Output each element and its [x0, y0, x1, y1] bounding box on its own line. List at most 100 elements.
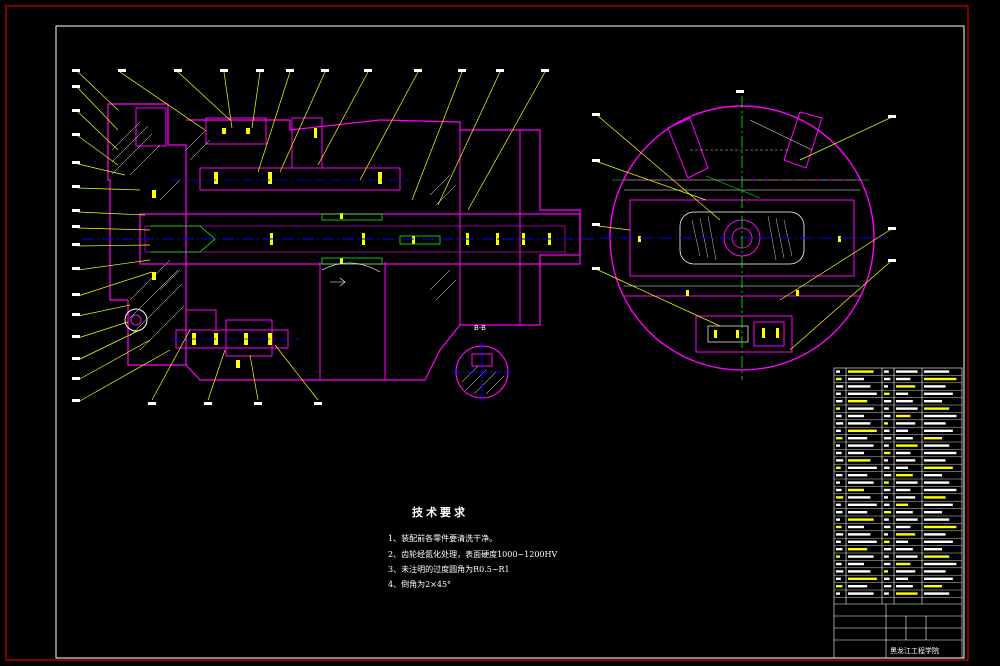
- outer-frame: [5, 5, 969, 661]
- parts-cell-text: [848, 481, 874, 484]
- parts-cell-text: [848, 503, 877, 506]
- part-number-marks: [72, 69, 549, 405]
- parts-cell-text: [924, 533, 946, 536]
- parts-cell-text: [836, 585, 843, 588]
- parts-cell-text: [924, 377, 957, 381]
- parts-cell-text: [884, 429, 890, 432]
- parts-cell-text: [836, 414, 842, 418]
- parts-cell-text: [884, 422, 888, 425]
- parts-cell-text: [896, 540, 908, 543]
- inner-frame: [55, 25, 965, 659]
- parts-cell-text: [884, 555, 889, 558]
- parts-cell-text: [924, 577, 953, 580]
- tech-requirement-4: 4、倒角为2×45°: [388, 580, 452, 589]
- parts-cell-text: [884, 407, 889, 410]
- parts-cell-text: [884, 533, 888, 536]
- parts-cell-text: [924, 570, 946, 573]
- parts-cell-text: [836, 377, 842, 381]
- parts-cell-text: [848, 474, 868, 477]
- parts-cell-text: [924, 540, 953, 543]
- parts-cell-text: [924, 400, 942, 403]
- parts-cell-text: [836, 533, 844, 536]
- parts-cell-text: [924, 585, 942, 588]
- parts-cell-text: [836, 481, 840, 484]
- parts-cell-text: [884, 562, 891, 566]
- parts-cell-text: [848, 414, 864, 418]
- parts-cell-text: [924, 481, 950, 484]
- parts-cell-text: [836, 429, 841, 432]
- parts-cell-text: [884, 577, 890, 580]
- flange-boss: [135, 107, 167, 147]
- parts-cell-text: [848, 459, 871, 462]
- parts-cell-text: [848, 451, 864, 455]
- parts-cell-text: [884, 385, 888, 388]
- housing-body: [185, 119, 581, 381]
- parts-cell-text: [896, 385, 916, 388]
- parts-cell-text: [924, 370, 950, 373]
- parts-cell-text: [896, 466, 908, 469]
- parts-cell-text: [848, 370, 874, 373]
- parts-cell-text: [836, 488, 842, 492]
- parts-cell-text: [848, 540, 877, 543]
- parts-cell-text: [896, 370, 918, 373]
- parts-cell-text: [836, 459, 844, 462]
- parts-cell-text: [884, 540, 890, 543]
- parts-cell-text: [836, 407, 840, 410]
- parts-cell-text: [896, 444, 918, 447]
- parts-cell-text: [884, 496, 888, 499]
- parts-cell-text: [848, 422, 871, 425]
- parts-cell-text: [884, 392, 890, 395]
- parts-cell-text: [848, 577, 877, 580]
- parts-cell-text: [896, 429, 908, 432]
- green-details: [150, 213, 441, 265]
- parts-cell-text: [836, 451, 842, 455]
- parts-cell-text: [836, 503, 841, 506]
- parts-cell-text: [924, 496, 946, 499]
- parts-cell-text: [884, 370, 889, 373]
- parts-cell-text: [836, 555, 840, 558]
- end-view-leaders: [597, 115, 891, 351]
- parts-cell-text: [884, 459, 888, 462]
- parts-cell-text: [924, 466, 953, 469]
- parts-cell-text: [848, 548, 868, 551]
- end-view: [600, 96, 885, 380]
- parts-cell-text: [896, 533, 916, 536]
- parts-cell-text: [848, 533, 871, 536]
- parts-cell-text: [896, 503, 908, 506]
- parts-cell-text: [924, 385, 946, 388]
- parts-cell-text: [884, 570, 888, 573]
- parts-cell-text: [884, 474, 892, 477]
- parts-cell-text: [836, 496, 844, 499]
- parts-cell-text: [924, 555, 950, 558]
- parts-cell-text: [896, 511, 913, 514]
- parts-cell-text: [884, 400, 892, 403]
- parts-cell-text: [848, 444, 874, 447]
- parts-list-table: [833, 367, 963, 659]
- parts-cell-text: [924, 451, 957, 455]
- flange-hatch: [111, 121, 185, 351]
- parts-cell-text: [884, 511, 892, 514]
- parts-cell-text: [884, 466, 890, 469]
- parts-cell-text: [924, 407, 950, 410]
- parts-cell-text: [924, 444, 950, 447]
- parts-cell-text: [836, 525, 842, 529]
- parts-cell-text: [924, 548, 942, 551]
- parts-cell-text: [836, 400, 843, 403]
- parts-cell-text: [924, 592, 950, 595]
- parts-cell-text: [848, 392, 877, 395]
- parts-cell-text: [896, 459, 916, 462]
- parts-cell-text: [848, 407, 874, 410]
- title-block-school: 黑龙江工程学院: [890, 647, 939, 655]
- section-label: B-B: [474, 324, 486, 332]
- main-section-view: [82, 103, 596, 381]
- parts-cell-text: [924, 474, 942, 477]
- parts-cell-text: [884, 548, 892, 551]
- parts-cell-text: [836, 540, 841, 543]
- parts-cell-text: [924, 525, 957, 529]
- end-view-marks: [592, 90, 896, 270]
- parts-cell-text: [896, 400, 913, 403]
- parts-cell-text: [896, 525, 911, 529]
- parts-cell-text: [884, 592, 889, 595]
- parts-cell-text: [896, 414, 911, 418]
- parts-cell-text: [836, 511, 843, 514]
